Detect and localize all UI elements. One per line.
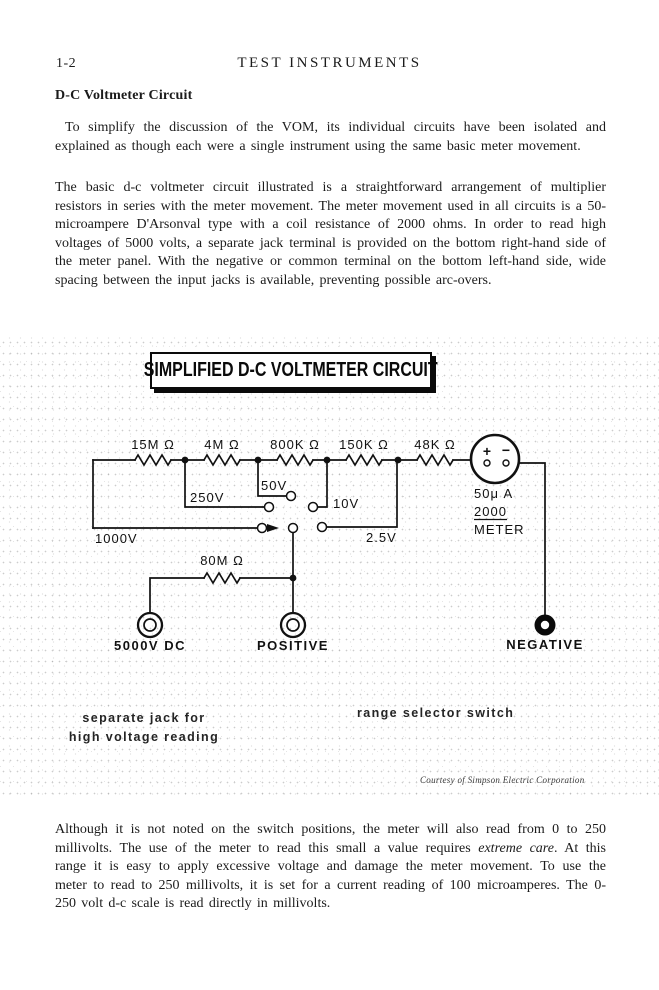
section-heading: D-C Voltmeter Circuit bbox=[55, 88, 193, 103]
label-10v: 10V bbox=[333, 496, 359, 511]
meter-plus-sign: + bbox=[483, 443, 491, 459]
resistor-4M bbox=[202, 453, 242, 467]
resistor-80M bbox=[202, 571, 242, 585]
label-800K: 800K Ω bbox=[270, 437, 320, 452]
paragraph-intro: To simplify the discussion of the VOM, i… bbox=[55, 120, 606, 154]
meter-resistance-label: 2000 bbox=[474, 504, 507, 519]
figure-title: SIMPLIFIED D-C VOLTMETER CIRCUIT bbox=[144, 359, 438, 381]
label-negative: NEGATIVE bbox=[506, 637, 584, 652]
label-positive: POSITIVE bbox=[257, 638, 329, 653]
contact-2-5v bbox=[316, 521, 328, 533]
resistor-15M bbox=[133, 453, 173, 467]
label-2-5v: 2.5V bbox=[366, 530, 397, 545]
paragraph-millivolts-start: Although it is not noted on the switch p… bbox=[55, 822, 606, 856]
jack-5000v bbox=[136, 611, 164, 639]
switch-contacts bbox=[256, 490, 328, 534]
label-50v: 50V bbox=[261, 478, 287, 493]
callout-left-line1: separate jack for bbox=[82, 711, 206, 725]
switch-wiper-arrow bbox=[267, 524, 279, 532]
meter-minus-sign: − bbox=[502, 442, 510, 458]
resistor-48K bbox=[415, 453, 455, 467]
contact-10v bbox=[307, 501, 319, 513]
jack-positive bbox=[279, 611, 307, 639]
label-4M: 4M Ω bbox=[204, 437, 239, 452]
resistor-800K bbox=[275, 453, 315, 467]
label-250v: 250V bbox=[190, 490, 224, 505]
circuit-figure: SIMPLIFIED D-C VOLTMETER CIRCUIT bbox=[0, 337, 659, 795]
meter-symbol: + − bbox=[469, 433, 521, 485]
jack-negative bbox=[534, 614, 556, 636]
callout-high-voltage-jack: separate jack for high voltage reading bbox=[58, 709, 230, 747]
contact-wiper bbox=[287, 522, 299, 534]
junction-dots bbox=[181, 456, 402, 582]
page-number: 1-2 bbox=[56, 56, 77, 71]
circuit-diagram: + − 50μ A 2000 METER 15M Ω 4M Ω bbox=[92, 433, 584, 653]
label-80M: 80M Ω bbox=[200, 553, 244, 568]
paragraph-millivolts-italic: extreme care bbox=[478, 840, 554, 856]
meter-rating-label: 50μ A bbox=[474, 486, 513, 501]
label-15M: 15M Ω bbox=[131, 437, 175, 452]
figure-title-banner: SIMPLIFIED D-C VOLTMETER CIRCUIT bbox=[144, 352, 438, 389]
resistor-150K bbox=[344, 453, 384, 467]
meter-word-label: METER bbox=[474, 522, 525, 537]
contact-1000v bbox=[256, 522, 268, 534]
figure-credit: Courtesy of Simpson Electric Corporation bbox=[420, 775, 585, 785]
contact-250v bbox=[263, 501, 275, 513]
callout-left-line2: high voltage reading bbox=[68, 730, 220, 744]
label-48K: 48K Ω bbox=[414, 437, 455, 452]
label-1000v: 1000V bbox=[95, 531, 138, 546]
paragraph-millivolts-end: . At this range it is easy to apply exce… bbox=[55, 840, 606, 912]
running-title: TEST INSTRUMENTS bbox=[237, 55, 422, 71]
label-150K: 150K Ω bbox=[339, 437, 389, 452]
callout-range-selector: range selector switch bbox=[357, 706, 515, 720]
label-5000v-dc: 5000V DC bbox=[114, 638, 186, 653]
paragraph-millivolts: Although it is not noted on the switch p… bbox=[55, 821, 606, 914]
paragraph-circuit-description: The basic d-c voltmeter circuit illustra… bbox=[55, 180, 606, 288]
contact-50v bbox=[285, 490, 297, 502]
